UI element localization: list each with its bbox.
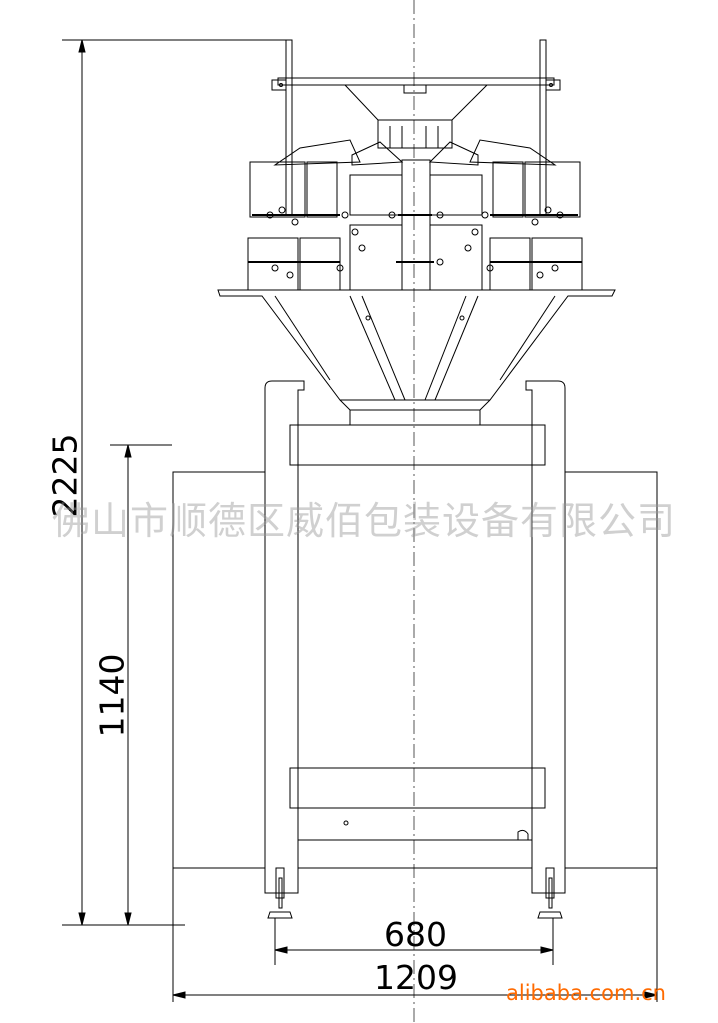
company-watermark: 佛山市顺德区威佰包装设备有限公司: [52, 499, 677, 543]
discharge-cone: [217, 289, 616, 401]
feed-hopper: [344, 84, 488, 121]
right-rod: [539, 39, 547, 216]
right-foot: [537, 867, 563, 919]
upper-cross-beam: [289, 424, 546, 466]
dimension-1140-line: [62, 444, 185, 926]
lower-cross-beam: [289, 767, 546, 809]
dimension-1140-label: 1140: [92, 653, 132, 738]
dimension-680-label: 680: [384, 915, 447, 954]
left-foot: [267, 867, 293, 919]
left-rod: [285, 39, 293, 216]
right-leg: [525, 380, 566, 894]
upper-buckets: [249, 161, 581, 218]
dimension-1209-label: 1209: [374, 958, 458, 997]
top-plate: [277, 77, 555, 86]
left-leg: [264, 380, 305, 894]
dimension-2225-line: [62, 39, 292, 926]
alibaba-logo: alibaba.com.cn: [506, 981, 666, 1005]
dimension-680-line: [274, 918, 554, 965]
lower-buckets: [247, 224, 583, 291]
dimension-1209-line: [172, 868, 658, 1002]
